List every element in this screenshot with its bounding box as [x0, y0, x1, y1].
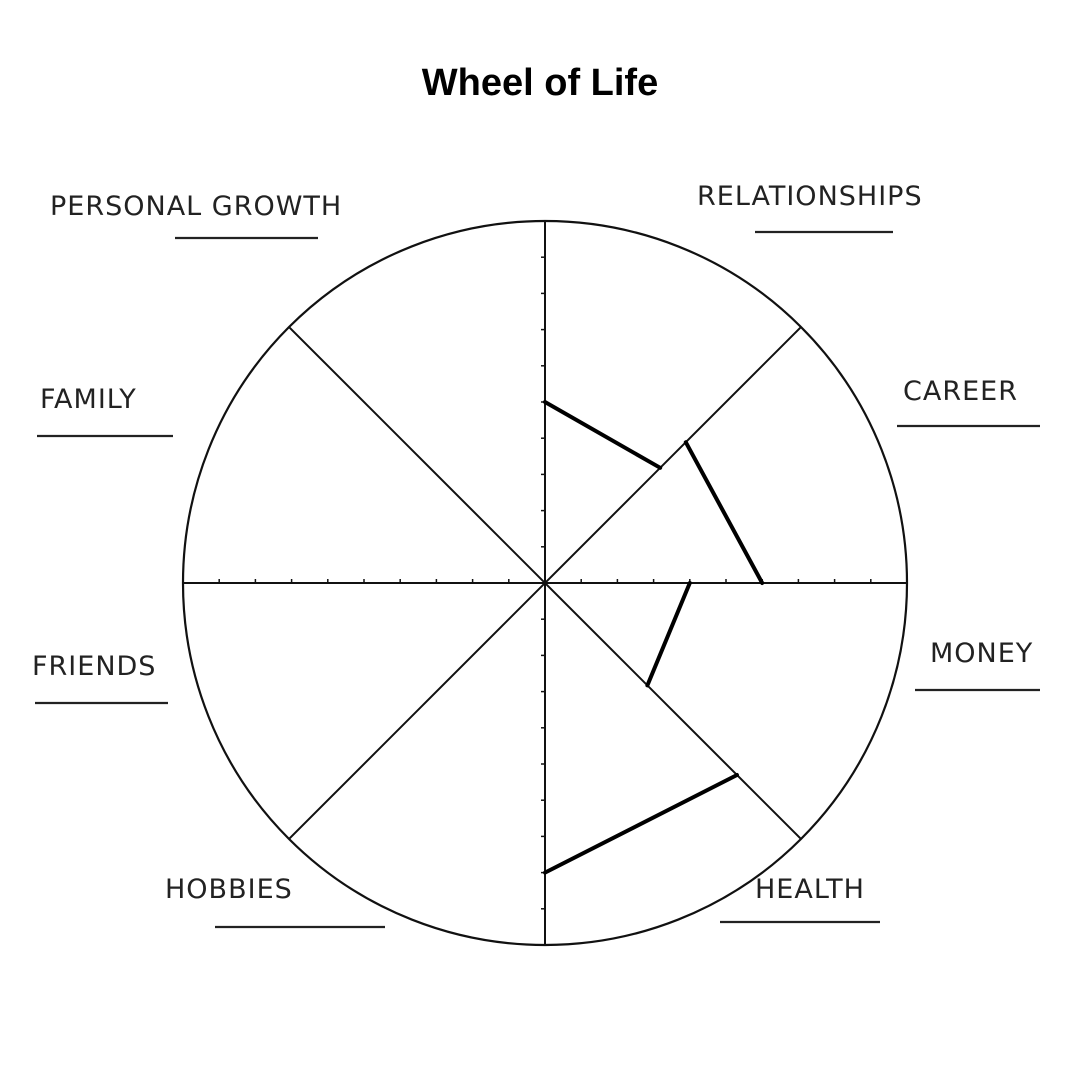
score-line-career — [683, 440, 765, 585]
score-line-relationships — [543, 400, 663, 470]
label-career: CAREER — [903, 376, 1018, 407]
page-title: Wheel of Life — [421, 62, 659, 104]
label-relationships: RELATIONSHIPS — [697, 181, 923, 212]
score-line-money — [645, 581, 692, 688]
label-health: HEALTH — [755, 874, 865, 905]
label-personal-growth: PERSONAL GROWTH — [50, 191, 342, 222]
spoke — [288, 326, 802, 840]
score-line-health — [543, 772, 739, 875]
label-family: FAMILY — [40, 384, 137, 415]
label-money: MONEY — [930, 638, 1033, 669]
label-hobbies: HOBBIES — [165, 874, 293, 905]
label-friends: FRIENDS — [32, 651, 156, 682]
